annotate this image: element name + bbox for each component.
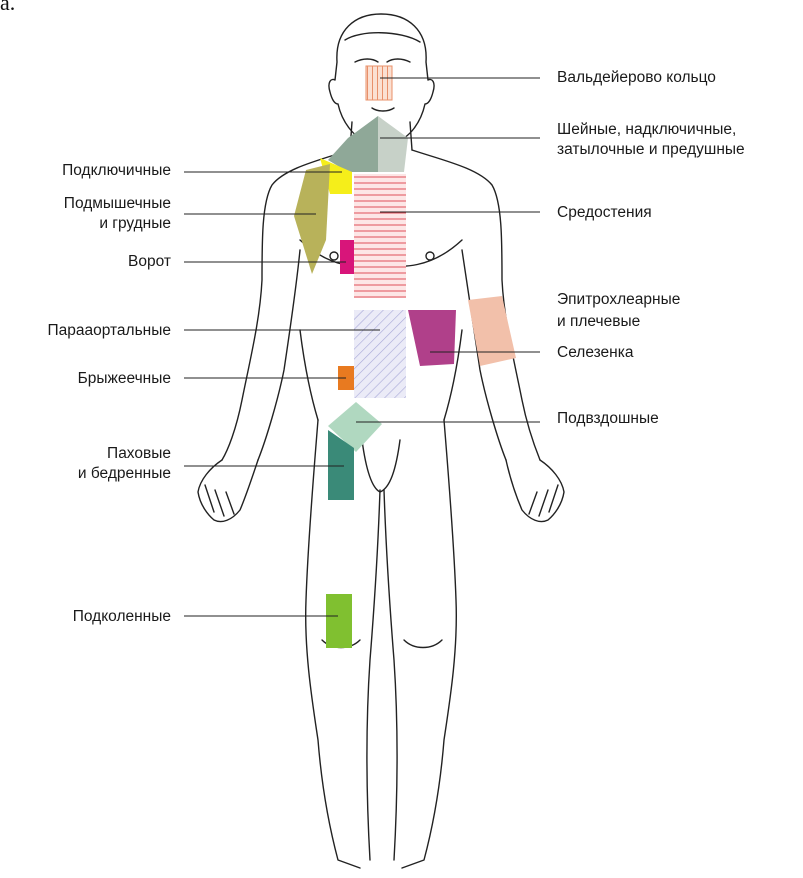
popliteal-region <box>326 594 352 648</box>
mediastinal-region <box>354 174 406 298</box>
label-subclavian: Подключичные <box>62 161 171 180</box>
label-inguinal-line1: Паховые <box>107 444 171 463</box>
label-mesenteric: Брыжеечные <box>78 369 171 388</box>
epitrochlear-region <box>468 296 516 366</box>
label-epitrochlear-line2: и плечевые <box>557 312 640 331</box>
hilar-region <box>340 240 354 274</box>
label-mediastinal: Средостения <box>557 203 652 222</box>
label-inguinal-line2: и бедренные <box>78 464 171 483</box>
waldeyer-region <box>366 66 392 100</box>
label-waldeyer: Вальдейерово кольцо <box>557 68 716 87</box>
label-axillary-line1: Подмышечные <box>64 194 171 213</box>
label-epitrochlear-line1: Эпитрохлеарные <box>557 290 680 309</box>
cervical-region-right <box>378 116 408 172</box>
paraaortic-region <box>354 310 406 398</box>
label-iliac: Подвздошные <box>557 409 659 428</box>
cervical-region <box>328 116 378 172</box>
spleen-region <box>408 310 456 366</box>
label-paraaortic: Парааортальные <box>47 321 171 340</box>
label-hilar: Ворот <box>128 252 171 271</box>
label-cervical-line2: затылочные и предушные <box>557 140 745 159</box>
label-axillary-line2: и грудные <box>99 214 171 233</box>
label-popliteal: Подколенные <box>73 607 171 626</box>
lymph-regions <box>294 66 516 648</box>
label-spleen: Селезенка <box>557 343 633 362</box>
label-cervical-line1: Шейные, надключичные, <box>557 120 736 139</box>
